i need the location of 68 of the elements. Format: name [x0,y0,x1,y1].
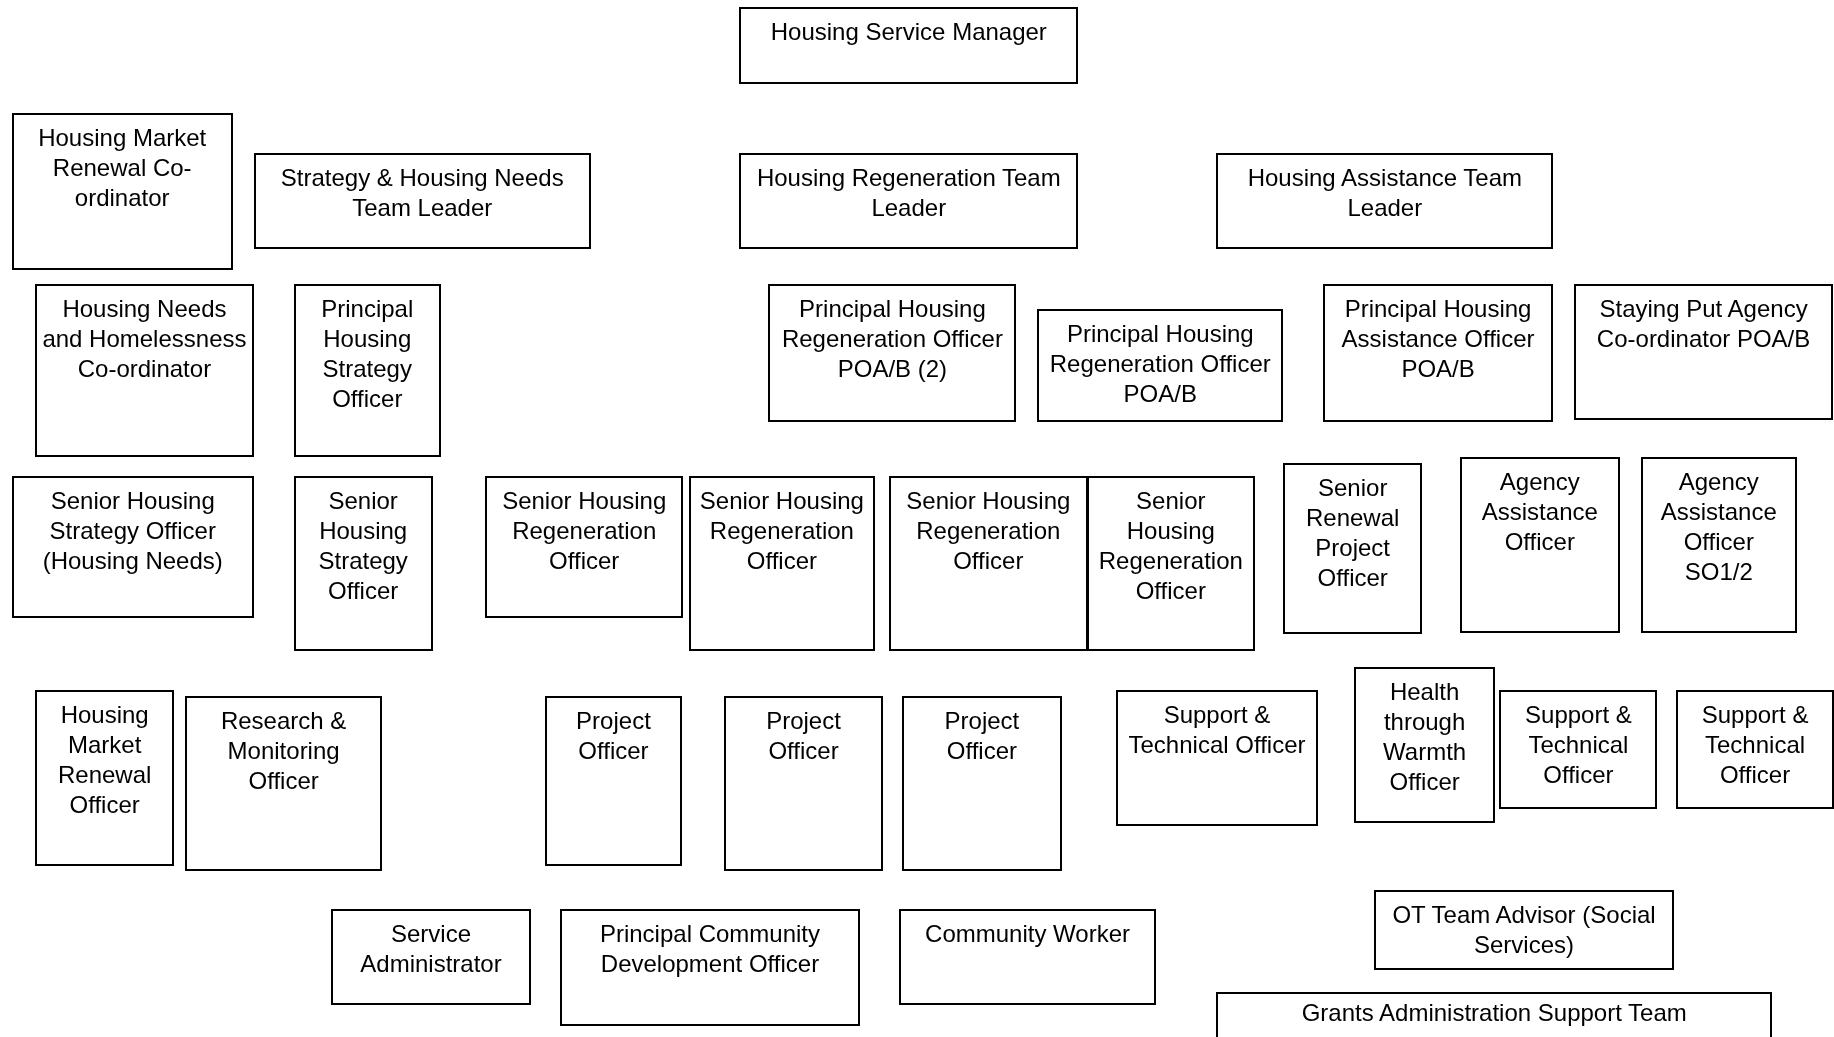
position-box [739,153,1079,250]
position-box [1374,890,1674,971]
position-box [1115,690,1319,826]
job-title: Housing Market Renewal Officer [56,700,153,821]
position-box [560,908,860,1026]
position-box [1086,476,1255,652]
job-title: Project Officer [765,705,842,766]
job-title: Support & Technical Officer [1127,700,1307,761]
job-title: Community Worker [925,918,1130,949]
job-title: Agency Assistance Officer [1480,467,1599,558]
job-title: Strategy & Housing Needs Team Leader [279,163,565,224]
position-box [1037,308,1284,423]
position-box [1676,690,1834,810]
job-title: Housing Needs and Homelessness Co-ordinator [41,294,248,385]
position-box [331,908,531,1005]
job-title: Grants Administration Support Team [1301,997,1687,1028]
job-title: Principal Housing Assistance Officer POA/B [1340,294,1536,385]
position-box [739,7,1079,85]
position-box [1459,457,1620,633]
position-box [899,908,1156,1005]
job-title: Housing Assistance Team Leader [1246,163,1524,224]
job-title: Housing Market Renewal Co-ordinator [37,123,208,214]
position-box [485,476,684,618]
job-title: Service Administrator [359,918,503,979]
position-box [1641,457,1797,633]
position-box [11,476,254,618]
job-title: Agency Assistance Officer SO1/2 [1659,467,1778,588]
job-title: Principal Housing Strategy Officer [320,294,415,415]
job-title: Support & Technical Officer [1524,700,1633,791]
position-box [1283,463,1423,634]
job-title: Senior Housing Regeneration Officer [501,486,668,577]
position-box [1574,284,1833,420]
position-box [1499,690,1658,810]
job-title: Senior Housing Regeneration Officer [698,486,865,577]
job-title: Senior Housing Strategy Officer (Housing Needs) [41,486,224,577]
position-box [184,695,383,872]
job-title: Senior Renewal Project Officer [1305,473,1401,594]
position-box [1354,666,1495,824]
job-title: Research & Monitoring Officer [219,705,348,796]
position-box [293,476,433,652]
position-box [1322,284,1554,423]
position-box [1216,991,1772,1037]
job-title: Health through Warmth Officer [1382,676,1468,797]
job-title: Housing Service Manager [770,17,1047,47]
job-title: Support & Technical Officer [1700,700,1810,791]
job-title: Senior Housing Regeneration Officer [905,486,1072,577]
job-title: Project Officer [575,705,652,766]
position-box [35,284,254,458]
job-title: Principal Community Development Officer [598,918,821,979]
job-title: Senior Housing Strategy Officer [317,486,409,607]
position-box [901,695,1062,872]
position-box [688,476,875,652]
job-title: Principal Housing Regeneration Officer POA/B (2) [780,294,1004,385]
job-title: Principal Housing Regeneration Officer POA/B [1048,318,1272,409]
position-box [253,153,591,250]
position-box [768,284,1017,423]
job-title: Housing Regeneration Team Leader [755,163,1062,224]
position-box [1216,153,1554,250]
position-box [11,113,233,271]
job-title: Senior Housing Regeneration Officer [1097,486,1244,607]
position-box [888,476,1088,652]
position-box [293,284,441,458]
job-title: Staying Put Agency Co-ordinator POA/B [1595,294,1812,355]
position-box [545,695,682,866]
position-box [35,690,175,866]
position-box [724,695,884,872]
job-title: Project Officer [943,705,1021,766]
job-title: OT Team Advisor (Social Services) [1391,900,1657,961]
